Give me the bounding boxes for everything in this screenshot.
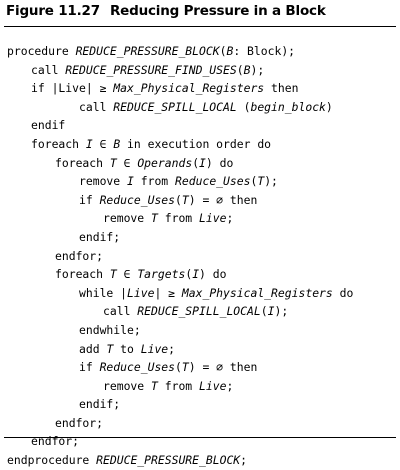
code-line: endprocedure REDUCE_PRESSURE_BLOCK; [7,453,248,468]
code-line: call REDUCE_SPILL_LOCAL (begin_block) [79,99,333,114]
code-line: endif; [79,397,121,412]
code-line: if Reduce_Uses(T) = ∅ then [79,192,258,207]
code-line: endwhile; [79,322,141,337]
code-line: remove I from Reduce_Uses(T); [79,174,278,189]
code-line: endfor; [31,434,80,449]
code-line: add T to Live; [79,341,176,356]
code-line: procedure REDUCE_PRESSURE_BLOCK(B: Block… [7,44,296,58]
code-line: endif [31,118,66,133]
code-line: remove T from Live; [103,211,234,226]
code-listing: procedure REDUCE_PRESSURE_BLOCK(B: Block… [7,42,353,470]
code-line: remove T from Live; [103,378,234,393]
code-line: foreach I ∈ B in execution order do [31,136,272,151]
figure-heading: Figure 11.27 Reducing Pressure in a Block [6,3,326,19]
code-line: call REDUCE_SPILL_LOCAL(I); [103,304,289,319]
figure-number: Figure 11.27 [6,3,100,19]
code-line: foreach T ∈ Targets(I) do [55,267,227,282]
code-line: endfor; [55,248,104,263]
top-rule [4,26,396,28]
code-line: if |Live| ≥ Max_Physical_Registers then [31,81,299,96]
figure-title: Reducing Pressure in a Block [109,3,326,19]
bottom-rule [4,437,396,439]
code-line: while |Live| ≥ Max_Physical_Registers do [79,285,354,300]
figure-page: Figure 11.27 Reducing Pressure in a Block… [4,3,396,467]
code-line: call REDUCE_PRESSURE_FIND_USES(B); [31,62,265,77]
code-line: if Reduce_Uses(T) = ∅ then [79,360,258,375]
code-line: endfor; [55,415,104,430]
code-line: foreach T ∈ Operands(I) do [55,155,234,170]
code-line: endif; [79,229,121,244]
